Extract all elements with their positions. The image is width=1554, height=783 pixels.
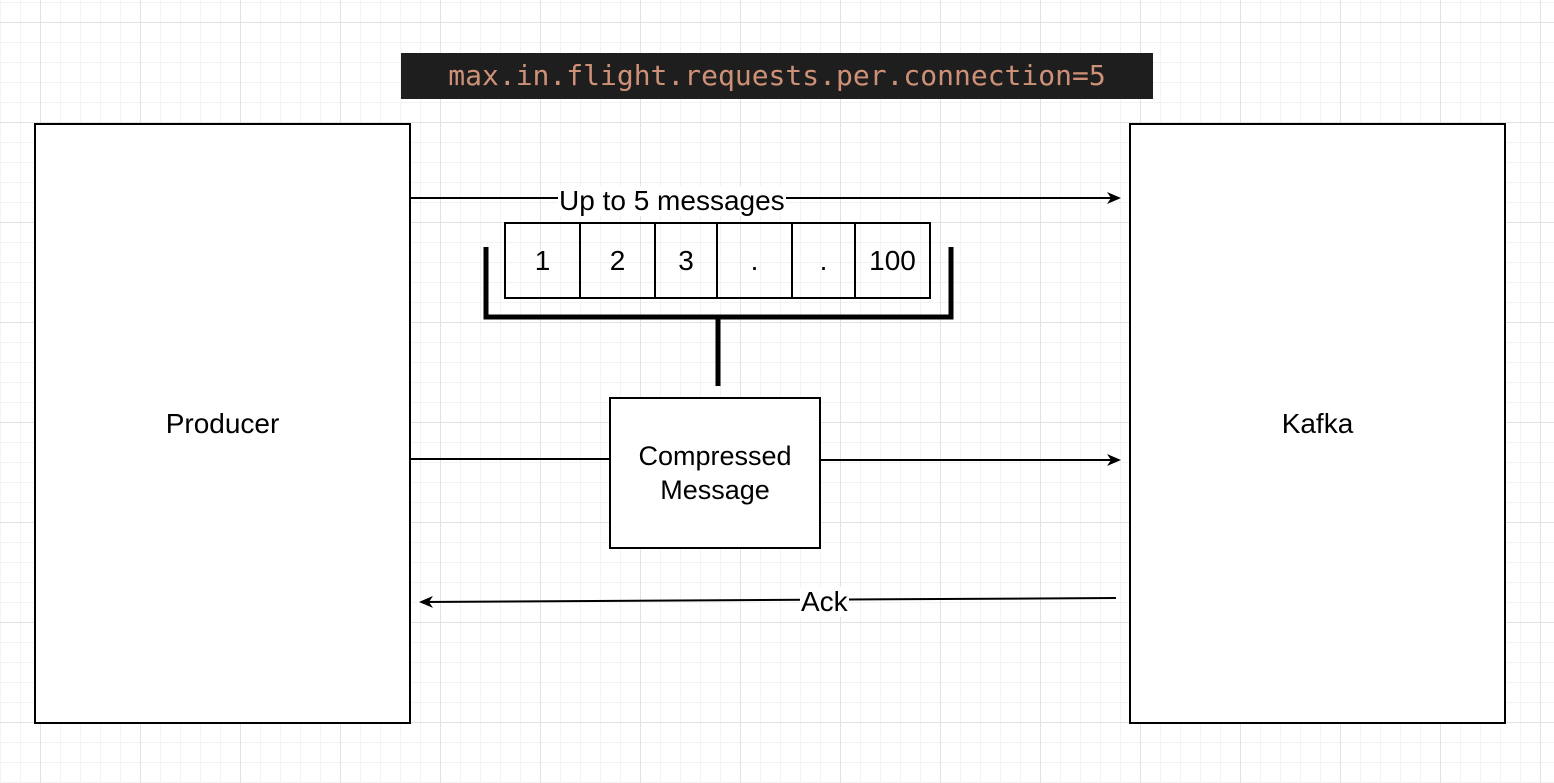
batch-cell[interactable]: 2: [579, 222, 656, 299]
batch-cell[interactable]: .: [716, 222, 793, 299]
kafka-node[interactable]: Kafka: [1129, 123, 1506, 724]
producer-node[interactable]: Producer: [34, 123, 411, 724]
batch-cell[interactable]: 100: [854, 222, 931, 299]
batch-cell-label: 100: [869, 244, 916, 276]
batch-cell-label: 1: [534, 244, 551, 276]
batch-cell[interactable]: .: [791, 222, 856, 299]
batch-cell-label: 3: [678, 244, 694, 276]
compressed-message-label: Compressed Message: [638, 441, 792, 505]
batch-cell-label: 2: [609, 244, 626, 276]
send-edge-label: Up to 5 messages: [558, 185, 786, 216]
compressed-message-node[interactable]: Compressed Message: [609, 397, 821, 549]
kafka-label: Kafka: [1281, 407, 1354, 439]
batch-cell[interactable]: 3: [654, 222, 718, 299]
producer-label: Producer: [165, 407, 280, 439]
ack-arrow: [419, 595, 1117, 608]
batch-cell-label: .: [819, 244, 828, 276]
config-label: max.in.flight.requests.per.connection=5: [401, 53, 1153, 99]
batch-cell-label: .: [750, 244, 759, 276]
ack-edge-label: Ack: [800, 586, 849, 617]
message-batch: 1 2 3 . . 100: [504, 222, 931, 299]
batch-cell[interactable]: 1: [504, 222, 581, 299]
